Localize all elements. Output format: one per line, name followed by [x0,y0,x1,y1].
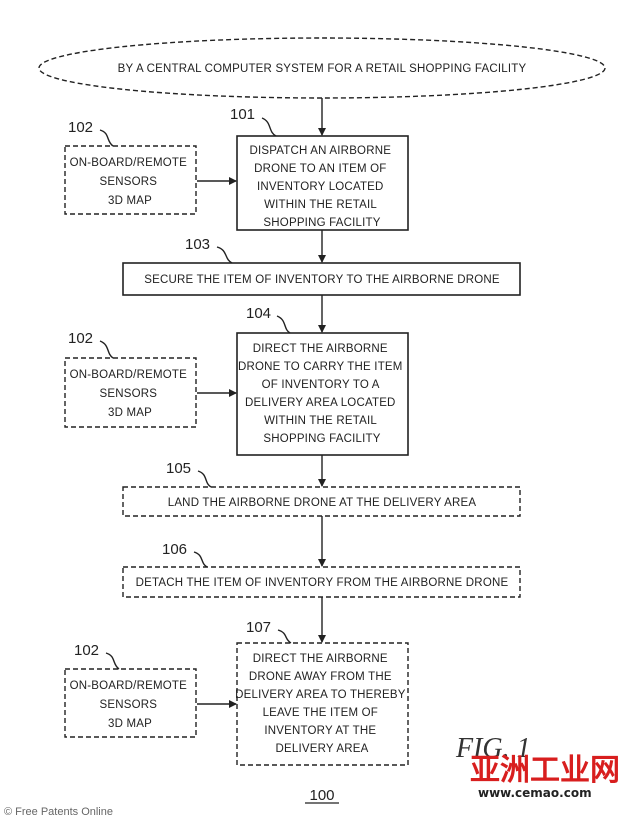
step-104-leader [276,315,291,334]
step-105-text: LAND THE AIRBORNE DRONE AT THE DELIVERY … [168,497,477,509]
step-101-text: DISPATCH AN AIRBORNE DRONE TO AN ITEM OF… [249,145,394,229]
step-106-text: DETACH THE ITEM OF INVENTORY FROM THE AI… [136,577,509,589]
step-101-ref: 101 [230,106,255,123]
step-104-ref: 104 [246,305,271,322]
sensor-3-ref: 102 [74,642,99,659]
step-101-box [236,135,409,231]
step-106-ref: 106 [162,541,187,558]
step-107-leader [277,629,292,644]
header-ellipse [38,37,606,99]
step-106-box [122,566,521,598]
sensor-2-ref: 102 [68,330,93,347]
sensor-box-3 [64,668,197,738]
step-106-leader [193,551,208,568]
step-107-box [236,642,409,766]
sensor-1-text: ON-BOARD/REMOTE SENSORS 3D MAP [70,157,191,207]
step-104-box [236,332,409,456]
sensor-3-text: ON-BOARD/REMOTE SENSORS 3D MAP [70,680,191,730]
step-103-box [122,262,521,296]
step-107-text: DIRECT THE AIRBORNE DRONE AWAY FROM THE … [235,653,409,755]
header-text: BY A CENTRAL COMPUTER SYSTEM FOR A RETAI… [118,63,527,75]
sensor-box-1 [64,145,197,215]
step-105-ref: 105 [166,460,191,477]
sensor-3-leader [105,652,120,670]
figure-number: 100 [309,787,334,804]
sensor-2-leader [99,340,114,359]
step-103-ref: 103 [185,236,210,253]
step-103-text: SECURE THE ITEM OF INVENTORY TO THE AIRB… [144,274,500,286]
sensor-2-text: ON-BOARD/REMOTE SENSORS 3D MAP [70,369,191,419]
figure-label: FIG. 1 [455,733,531,764]
step-105-box [122,486,521,517]
credit-text: © Free Patents Online [4,806,113,818]
sensor-1-leader [99,129,114,147]
step-103-leader [216,246,233,264]
sensor-box-2 [64,357,197,428]
watermark-url: www.cemao.com [478,786,592,800]
step-101-leader [261,117,277,137]
step-107-ref: 107 [246,619,271,636]
sensor-1-ref: 102 [68,119,93,136]
step-104-text: DIRECT THE AIRBORNE DRONE TO CARRY THE I… [238,343,406,445]
watermark-logo: 亚洲工业网 [470,753,620,788]
step-105-leader [197,470,212,488]
